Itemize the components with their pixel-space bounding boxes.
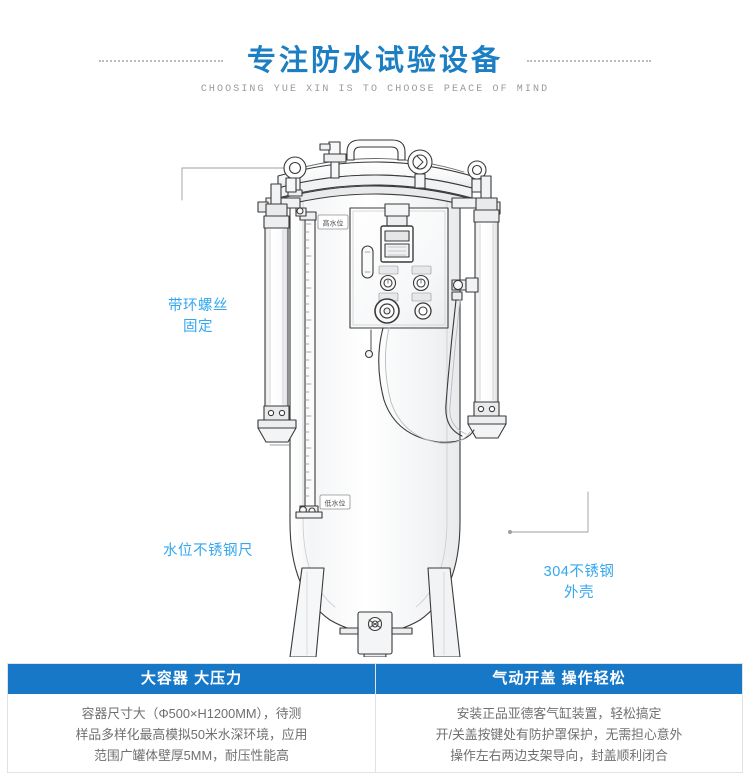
controller-display — [380, 203, 414, 263]
product-illustration: 高水位 低水位 — [0, 112, 750, 657]
feature-card-capacity: 大容器 大压力 容器尺寸大（Φ500×H1200MM），待测 样品多样化最高模拟… — [8, 664, 375, 772]
page-title: 专注防水试验设备 — [246, 45, 503, 77]
page-subtitle: CHOOSING YUE XIN IS TO CHOOSE PEACE OF M… — [200, 84, 550, 95]
low-water-label: 低水位 — [325, 499, 346, 508]
high-water-label: 高水位 — [323, 219, 344, 228]
feature-capacity-line-3: 范围广罐体壁厚5MM，耐压性能高 — [94, 748, 289, 763]
feature-capacity-line-1: 容器尺寸大（Φ500×H1200MM），待测 — [81, 706, 302, 721]
tank-line-drawing: 高水位 低水位 — [181, 139, 589, 657]
feature-capacity-body: 容器尺寸大（Φ500×H1200MM），待测 样品多样化最高模拟50米水深环境，… — [8, 694, 375, 772]
water-level-ruler — [304, 215, 316, 509]
feature-pneumatic-lid-line-2: 开/关盖按键处有防护罩保护，无需担心意外 — [435, 727, 683, 742]
ring-bolt-inner-right — [407, 149, 433, 189]
title-row: 专注防水试验设备 — [0, 42, 750, 80]
rocker-switch — [361, 245, 374, 279]
dotted-rule-left — [98, 60, 223, 62]
tank-legs — [289, 567, 461, 657]
knob-close — [411, 265, 432, 302]
ring-bolt-inner-left — [285, 177, 297, 193]
annotation-ring-screw-line1: 带环螺丝 — [168, 298, 228, 314]
knob-open — [378, 265, 399, 302]
feature-card-pneumatic-lid: 气动开盖 操作轻松 安装正品亚德客气缸装置，轻松搞定 开/关盖按键处有防护罩保护… — [375, 664, 742, 772]
annotation-ring-screw: 带环螺丝 固定 — [146, 296, 250, 338]
feature-panels: 大容器 大压力 容器尺寸大（Φ500×H1200MM），待测 样品多样化最高模拟… — [7, 663, 743, 773]
annotation-water-ruler: 水位不锈钢尺 — [163, 541, 253, 562]
indicator-button — [414, 302, 432, 320]
ring-bolt-group — [283, 149, 487, 197]
feature-pneumatic-lid-line-1: 安装正品亚德客气缸装置，轻松搞定 — [456, 706, 662, 721]
top-valve-left — [319, 141, 347, 179]
feature-pneumatic-lid-body: 安装正品亚德客气缸装置，轻松搞定 开/关盖按键处有防护罩保护，无需担心意外 操作… — [376, 694, 742, 772]
low-water-sensor — [295, 494, 351, 519]
drain-valve — [339, 611, 413, 655]
emergency-button — [374, 298, 400, 324]
dotted-rule-right — [527, 60, 651, 62]
annotation-ring-screw-line2: 固定 — [183, 319, 213, 335]
annotation-water-ruler-line1: 水位不锈钢尺 — [163, 543, 253, 559]
feature-pneumatic-lid-line-3: 操作左右两边支架导向，封盖顺利闭合 — [450, 748, 668, 763]
feature-pneumatic-lid-heading: 气动开盖 操作轻松 — [376, 664, 742, 694]
ring-bolt-left — [283, 156, 307, 197]
pneumatic-hoses — [364, 299, 475, 444]
feature-capacity-heading: 大容器 大压力 — [8, 664, 375, 694]
high-water-sensor — [295, 207, 349, 230]
annotation-shell-line1: 304不锈钢 — [543, 564, 615, 580]
air-fitting-right — [451, 277, 479, 301]
page-header: 专注防水试验设备 CHOOSING YUE XIN IS TO CHOOSE P… — [0, 0, 750, 112]
feature-capacity-line-2: 样品多样化最高模拟50米水深环境，应用 — [75, 727, 308, 742]
control-panel — [349, 203, 449, 329]
cylinder-left — [257, 183, 297, 443]
annotation-shell: 304不锈钢 外壳 — [527, 562, 631, 604]
cylinder-right — [467, 175, 507, 439]
annotation-shell-line2: 外壳 — [564, 585, 594, 601]
